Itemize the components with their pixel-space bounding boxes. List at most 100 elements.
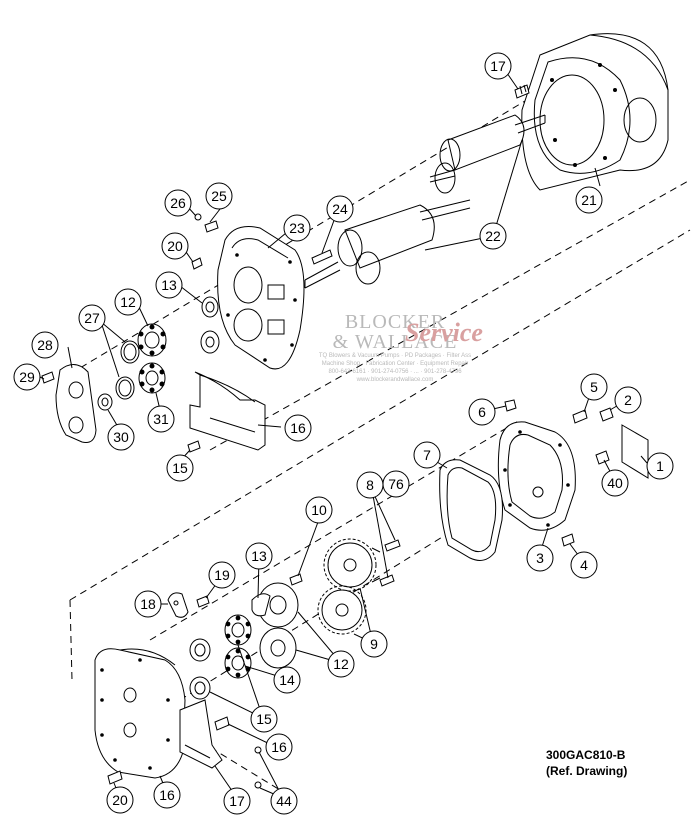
foot-bracket-lower bbox=[179, 699, 223, 769]
callout-bubble: 26 bbox=[164, 189, 192, 217]
callout-bubble: 22 bbox=[479, 222, 507, 250]
nameplate-part bbox=[621, 424, 649, 479]
callout-bubble: 9 bbox=[360, 630, 388, 658]
callout-bubble: 14 bbox=[273, 666, 301, 694]
callout-bubble: 20 bbox=[161, 232, 189, 260]
callout-label: 5 bbox=[590, 379, 598, 395]
bearing-15-upper bbox=[201, 296, 219, 318]
callout-label: 6 bbox=[478, 404, 486, 420]
headplate-part bbox=[217, 226, 305, 370]
callout-label: 23 bbox=[289, 220, 305, 236]
callout-label: 25 bbox=[211, 188, 227, 204]
callout-bubble: 30 bbox=[107, 423, 135, 451]
callout-bubble: 7 bbox=[413, 441, 441, 469]
callout-label: 27 bbox=[84, 310, 100, 326]
nut-2 bbox=[599, 407, 614, 422]
nut-40 bbox=[595, 450, 610, 465]
callout-label: 29 bbox=[19, 369, 35, 385]
bearing-14-upper bbox=[137, 323, 167, 357]
callout-label: 20 bbox=[112, 792, 128, 808]
plug-19-lower bbox=[107, 770, 123, 785]
bearing-35 bbox=[138, 362, 166, 394]
callout-label: 13 bbox=[161, 277, 177, 293]
callout-label: 24 bbox=[332, 201, 348, 217]
callout-label: 13 bbox=[251, 548, 267, 564]
plug-part-top bbox=[514, 84, 530, 99]
callout-bubble: 8 bbox=[356, 471, 384, 499]
screw-4 bbox=[561, 533, 575, 547]
seal-28-lower bbox=[115, 376, 135, 400]
screw-30 bbox=[41, 371, 55, 384]
callout-label: 17 bbox=[229, 793, 245, 809]
drawing-reference: 300GAC810-B (Ref. Drawing) bbox=[546, 747, 627, 779]
screw-21-upper bbox=[191, 257, 203, 270]
callout-bubble: 25 bbox=[205, 182, 233, 210]
callout-label: 40 bbox=[607, 475, 623, 491]
callout-bubble: 6 bbox=[468, 398, 496, 426]
callout-label: 15 bbox=[172, 460, 188, 476]
callout-bubble: 16 bbox=[284, 414, 312, 442]
callout-label: 3 bbox=[536, 550, 544, 566]
callout-bubble: 5 bbox=[580, 373, 608, 401]
callout-bubble: 27 bbox=[78, 304, 106, 332]
bearing-15-lower bbox=[200, 330, 220, 354]
callout-label: 30 bbox=[113, 429, 129, 445]
bearing-15-lower-a bbox=[189, 638, 211, 662]
plug-6 bbox=[504, 399, 517, 412]
fitting-26 bbox=[204, 220, 219, 233]
fitting-44a bbox=[254, 746, 262, 754]
callout-label: 21 bbox=[581, 192, 597, 208]
callout-bubble: 15 bbox=[250, 705, 278, 733]
callout-bubble: 23 bbox=[283, 214, 311, 242]
callout-label: 19 bbox=[214, 567, 230, 583]
lock-plate-12-lower bbox=[259, 627, 297, 669]
callout-bubble: 76 bbox=[382, 470, 410, 498]
callout-bubble: 29 bbox=[13, 363, 41, 391]
callout-bubble: 40 bbox=[601, 469, 629, 497]
callout-label: 31 bbox=[153, 411, 169, 427]
foot-bracket-upper bbox=[189, 371, 266, 451]
screw-5 bbox=[572, 409, 588, 424]
dowel-8 bbox=[379, 539, 401, 587]
callout-label: 76 bbox=[388, 476, 404, 492]
callout-label: 26 bbox=[170, 195, 186, 211]
callout-label: 1 bbox=[656, 458, 664, 474]
callout-bubble: 16 bbox=[265, 733, 293, 761]
callout-label: 20 bbox=[167, 238, 183, 254]
callout-label: 8 bbox=[366, 477, 374, 493]
callout-bubble: 16 bbox=[153, 781, 181, 809]
callout-label: 4 bbox=[580, 557, 588, 573]
callout-label: 28 bbox=[37, 337, 53, 353]
bearing-14-lower-a bbox=[224, 614, 252, 646]
callout-bubble: 31 bbox=[147, 405, 175, 433]
callout-bubble: 13 bbox=[245, 542, 273, 570]
callout-bubble: 24 bbox=[326, 195, 354, 223]
callout-label: 18 bbox=[140, 596, 156, 612]
callout-bubble: 21 bbox=[575, 186, 603, 214]
callout-label: 16 bbox=[159, 787, 175, 803]
callout-label: 12 bbox=[333, 656, 349, 672]
callout-label: 12 bbox=[120, 294, 136, 310]
gasket-part bbox=[439, 459, 503, 561]
callout-bubble: 28 bbox=[31, 331, 59, 359]
callout-label: 9 bbox=[370, 636, 378, 652]
callout-label: 17 bbox=[490, 58, 506, 74]
callout-bubble: 17 bbox=[223, 787, 251, 815]
callout-label: 2 bbox=[624, 392, 632, 408]
washer-31 bbox=[97, 393, 113, 411]
callout-bubble: 4 bbox=[570, 551, 598, 579]
callout-bubble: 3 bbox=[526, 544, 554, 572]
callout-bubble: 17 bbox=[484, 52, 512, 80]
callout-bubble: 44 bbox=[270, 787, 298, 815]
callout-label: 16 bbox=[271, 739, 287, 755]
drawing-subtitle: (Ref. Drawing) bbox=[546, 764, 628, 778]
screw-21-lower bbox=[196, 595, 210, 608]
rotor-lower bbox=[304, 199, 471, 289]
callout-bubble: 12 bbox=[327, 650, 355, 678]
key-part bbox=[311, 249, 333, 265]
callout-bubble: 13 bbox=[155, 271, 183, 299]
end-cover-29 bbox=[55, 364, 97, 443]
